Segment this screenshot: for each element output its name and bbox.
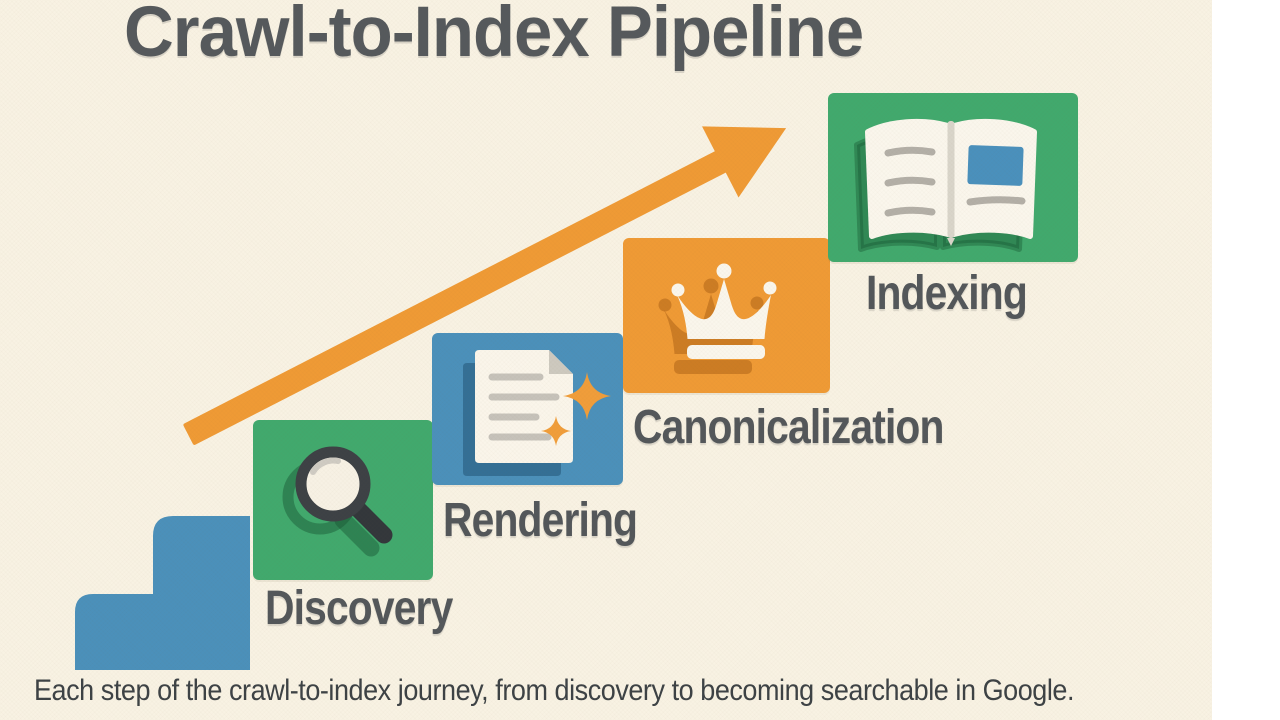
document-sparkles-icon — [463, 350, 611, 476]
step-label-rendering: Rendering — [443, 494, 638, 547]
open-book-icon — [854, 118, 1037, 252]
step-block-rendering — [432, 333, 623, 485]
step-label-discovery: Discovery — [265, 582, 453, 635]
step-block-indexing — [828, 93, 1078, 262]
step-label-canonicalization: Canonicalization — [633, 401, 944, 454]
caption-text: Each step of the crawl-to-index journey,… — [34, 674, 1074, 707]
magnifier-icon — [282, 446, 393, 557]
step-label-indexing: Indexing — [866, 267, 1028, 320]
step-block-canonicalization — [623, 238, 830, 393]
page-title: Crawl-to-Index Pipeline — [124, 0, 864, 72]
step-block-discovery — [253, 420, 433, 580]
right-margin-strip — [1212, 0, 1280, 720]
crown-icon — [658, 263, 777, 374]
